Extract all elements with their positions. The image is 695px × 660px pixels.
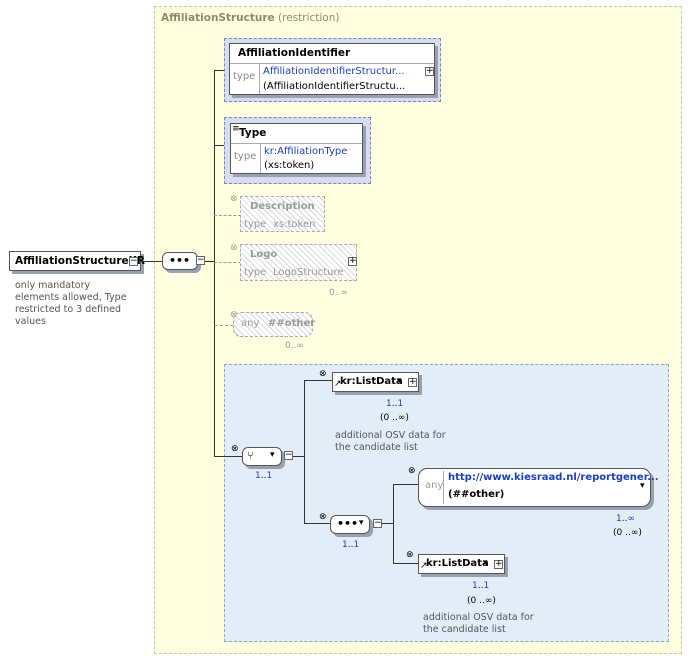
type-element-base: (xs:token) xyxy=(264,160,315,171)
any-namespace-url[interactable]: http://www.kiesraad.nl/reportgener... xyxy=(448,472,659,483)
list-data-note: additional OSV data for the candidate li… xyxy=(335,430,446,453)
optional-marker-icon: ⊗ xyxy=(319,512,327,522)
reference-arrow-icon: ↗ xyxy=(420,561,428,571)
root-element-box[interactable]: AffiliationStructureKR − xyxy=(9,251,145,271)
restriction-name: AffiliationStructure xyxy=(161,12,275,24)
documentation-icon: ≡ xyxy=(232,124,240,134)
type-label: type xyxy=(244,267,267,278)
logo-occurs: 0..∞ xyxy=(329,288,348,298)
sequence-icon: ••• xyxy=(169,254,191,267)
reference-arrow-icon: ↗ xyxy=(334,379,342,389)
dropdown-icon: ▾ xyxy=(483,558,488,568)
restriction-kind: (restriction) xyxy=(278,12,340,24)
sequence-compositor[interactable]: ••• xyxy=(162,252,198,270)
any-label: any xyxy=(241,318,260,329)
inner-sequence-occurs: 1..1 xyxy=(342,540,360,550)
logo-name: Logo xyxy=(250,249,278,260)
affiliation-identifier-base: (AffiliationIdentifierStructu... xyxy=(263,81,406,92)
optional-marker-icon: ⊗ xyxy=(230,243,238,253)
optional-marker-icon: ⊗ xyxy=(230,194,238,204)
type-element-type[interactable]: kr:AffiliationType xyxy=(264,146,348,157)
connector-root-seq xyxy=(141,261,162,262)
dropdown-icon: ▾ xyxy=(270,450,275,460)
inner-sequence-collapse-icon[interactable]: − xyxy=(373,518,382,528)
any-namespace-occurs-paren: (0 ..∞) xyxy=(613,528,642,538)
type-element[interactable]: ≡ Type type kr:AffiliationType (xs:token… xyxy=(230,123,363,174)
sequence-trunk xyxy=(214,70,215,456)
any-label: any xyxy=(425,480,444,491)
choice-occurs: 1..1 xyxy=(255,471,273,481)
optional-marker-icon: ⊗ xyxy=(319,369,327,379)
inner-sequence-trunk xyxy=(393,484,394,563)
dropdown-icon: ▾ xyxy=(397,376,402,386)
any-other-wildcard[interactable]: any ##other xyxy=(233,312,316,337)
list-data-occurs-paren: (0 ..∞) xyxy=(380,413,409,423)
choice-icon: ⑂ xyxy=(247,449,254,462)
affiliation-identifier-expand-icon[interactable]: + xyxy=(425,66,434,76)
list-data-occurs-paren: (0 ..∞) xyxy=(467,596,496,606)
optional-marker-icon: ⊗ xyxy=(408,466,416,476)
type-element-name: Type xyxy=(239,127,267,139)
description-type: xs:token xyxy=(273,219,316,230)
list-data-name: kr:ListData xyxy=(426,558,489,569)
inner-sequence-compositor[interactable]: ••• ▾ xyxy=(330,515,370,534)
optional-marker-icon: ⊗ xyxy=(406,550,414,560)
any-occurs: 0..∞ xyxy=(285,341,304,351)
logo-type: LogoStructure xyxy=(273,267,344,278)
any-namespace-occurs: 1..∞ xyxy=(616,514,635,524)
list-data-element-2[interactable]: ↗ kr:ListData ▾ + xyxy=(418,554,505,574)
optional-marker-icon: ⊗ xyxy=(230,310,238,320)
list-data-occurs: 1..1 xyxy=(386,399,404,409)
type-label: type xyxy=(244,219,267,230)
root-note: only mandatory elements allowed, Type re… xyxy=(15,280,127,327)
logo-expand-icon[interactable]: + xyxy=(348,256,357,266)
any-namespace-wildcard[interactable]: any http://www.kiesraad.nl/reportgener..… xyxy=(418,468,659,507)
affiliation-identifier-type[interactable]: AffiliationIdentifierStructur... xyxy=(263,66,405,77)
list-data-name: kr:ListData xyxy=(340,376,403,387)
optional-marker-icon: ⊗ xyxy=(231,444,239,454)
description-name: Description xyxy=(250,201,315,212)
dropdown-icon: ▾ xyxy=(359,518,364,528)
logo-element[interactable]: Logo type LogoStructure + xyxy=(240,244,357,281)
restriction-title: AffiliationStructure (restriction) xyxy=(161,12,339,24)
sequence-collapse-icon[interactable]: − xyxy=(196,255,205,265)
list-data-element-1[interactable]: ↗ kr:ListData ▾ + xyxy=(332,372,419,392)
root-collapse-icon[interactable]: − xyxy=(129,256,138,266)
choice-collapse-icon[interactable]: − xyxy=(284,450,293,460)
type-label: type xyxy=(233,71,256,82)
list-data-note: additional OSV data for the candidate li… xyxy=(423,612,534,635)
any-namespace-other: (##other) xyxy=(448,489,505,500)
affiliation-identifier-element[interactable]: AffiliationIdentifier type AffiliationId… xyxy=(229,43,435,95)
list-data-expand-icon[interactable]: + xyxy=(408,377,417,387)
any-namespace: ##other xyxy=(268,318,316,329)
choice-trunk xyxy=(304,380,305,523)
description-element[interactable]: Description type xs:token xyxy=(240,196,325,232)
list-data-expand-icon[interactable]: + xyxy=(494,559,503,569)
affiliation-identifier-name: AffiliationIdentifier xyxy=(238,47,351,59)
list-data-occurs: 1..1 xyxy=(472,581,490,591)
choice-compositor[interactable]: ⑂ ▾ xyxy=(242,447,282,466)
dropdown-icon: ▾ xyxy=(640,481,645,491)
root-element-name: AffiliationStructureKR xyxy=(15,255,145,267)
type-label: type xyxy=(234,151,257,162)
sequence-icon: ••• xyxy=(337,517,359,530)
